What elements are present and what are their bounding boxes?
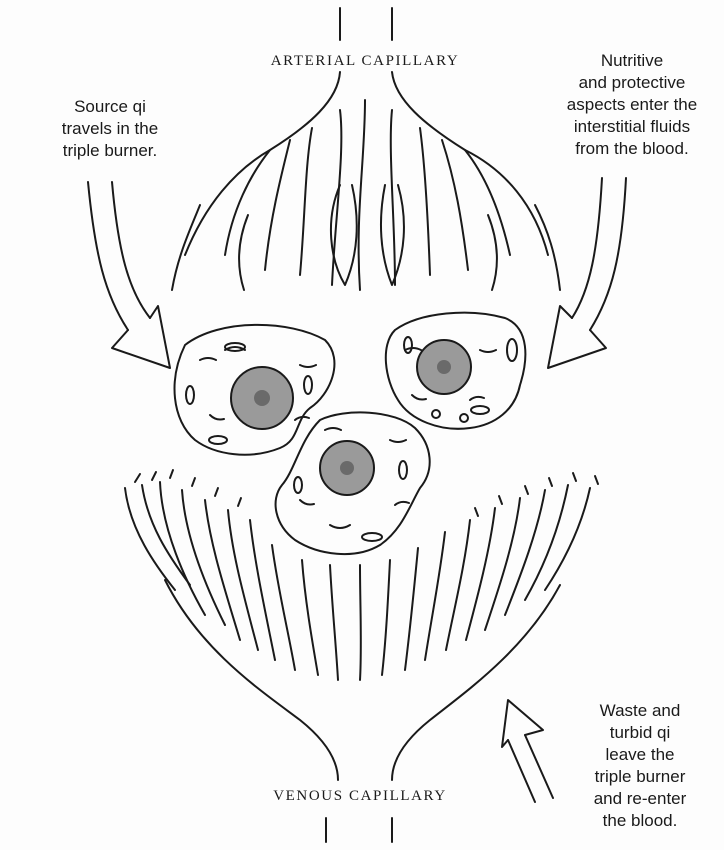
nutritive-line-5: from the blood. xyxy=(548,138,716,160)
waste-line-6: the blood. xyxy=(570,810,710,832)
venous-branches xyxy=(125,470,598,680)
waste-line-5: and re-enter xyxy=(570,788,710,810)
arterial-capillary-label: ARTERIAL CAPILLARY xyxy=(230,50,500,72)
left-flow-arrow xyxy=(88,182,170,368)
cell-bottom xyxy=(276,412,430,554)
nutritive-line-4: interstitial fluids xyxy=(548,116,716,138)
waste-label: Waste and turbid qi leave the triple bur… xyxy=(570,700,710,832)
arterial-trunk xyxy=(185,8,548,255)
source-qi-line-3: triple burner. xyxy=(40,140,180,162)
source-qi-label: Source qi travels in the triple burner. xyxy=(40,96,180,162)
nutritive-line-2: and protective xyxy=(548,72,716,94)
venous-return-arrow xyxy=(502,700,553,802)
cell-left xyxy=(175,325,335,455)
venous-capillary-label: VENOUS CAPILLARY xyxy=(225,785,495,807)
waste-line-2: turbid qi xyxy=(570,722,710,744)
arterial-branches xyxy=(172,100,560,290)
waste-line-3: leave the xyxy=(570,744,710,766)
waste-line-1: Waste and xyxy=(570,700,710,722)
cell-right xyxy=(386,313,526,429)
nutritive-label: Nutritive and protective aspects enter t… xyxy=(548,50,716,160)
right-flow-arrow xyxy=(548,178,626,368)
nutritive-line-3: aspects enter the xyxy=(548,94,716,116)
source-qi-line-2: travels in the xyxy=(40,118,180,140)
nutritive-line-1: Nutritive xyxy=(548,50,716,72)
source-qi-line-1: Source qi xyxy=(40,96,180,118)
waste-line-4: triple burner xyxy=(570,766,710,788)
